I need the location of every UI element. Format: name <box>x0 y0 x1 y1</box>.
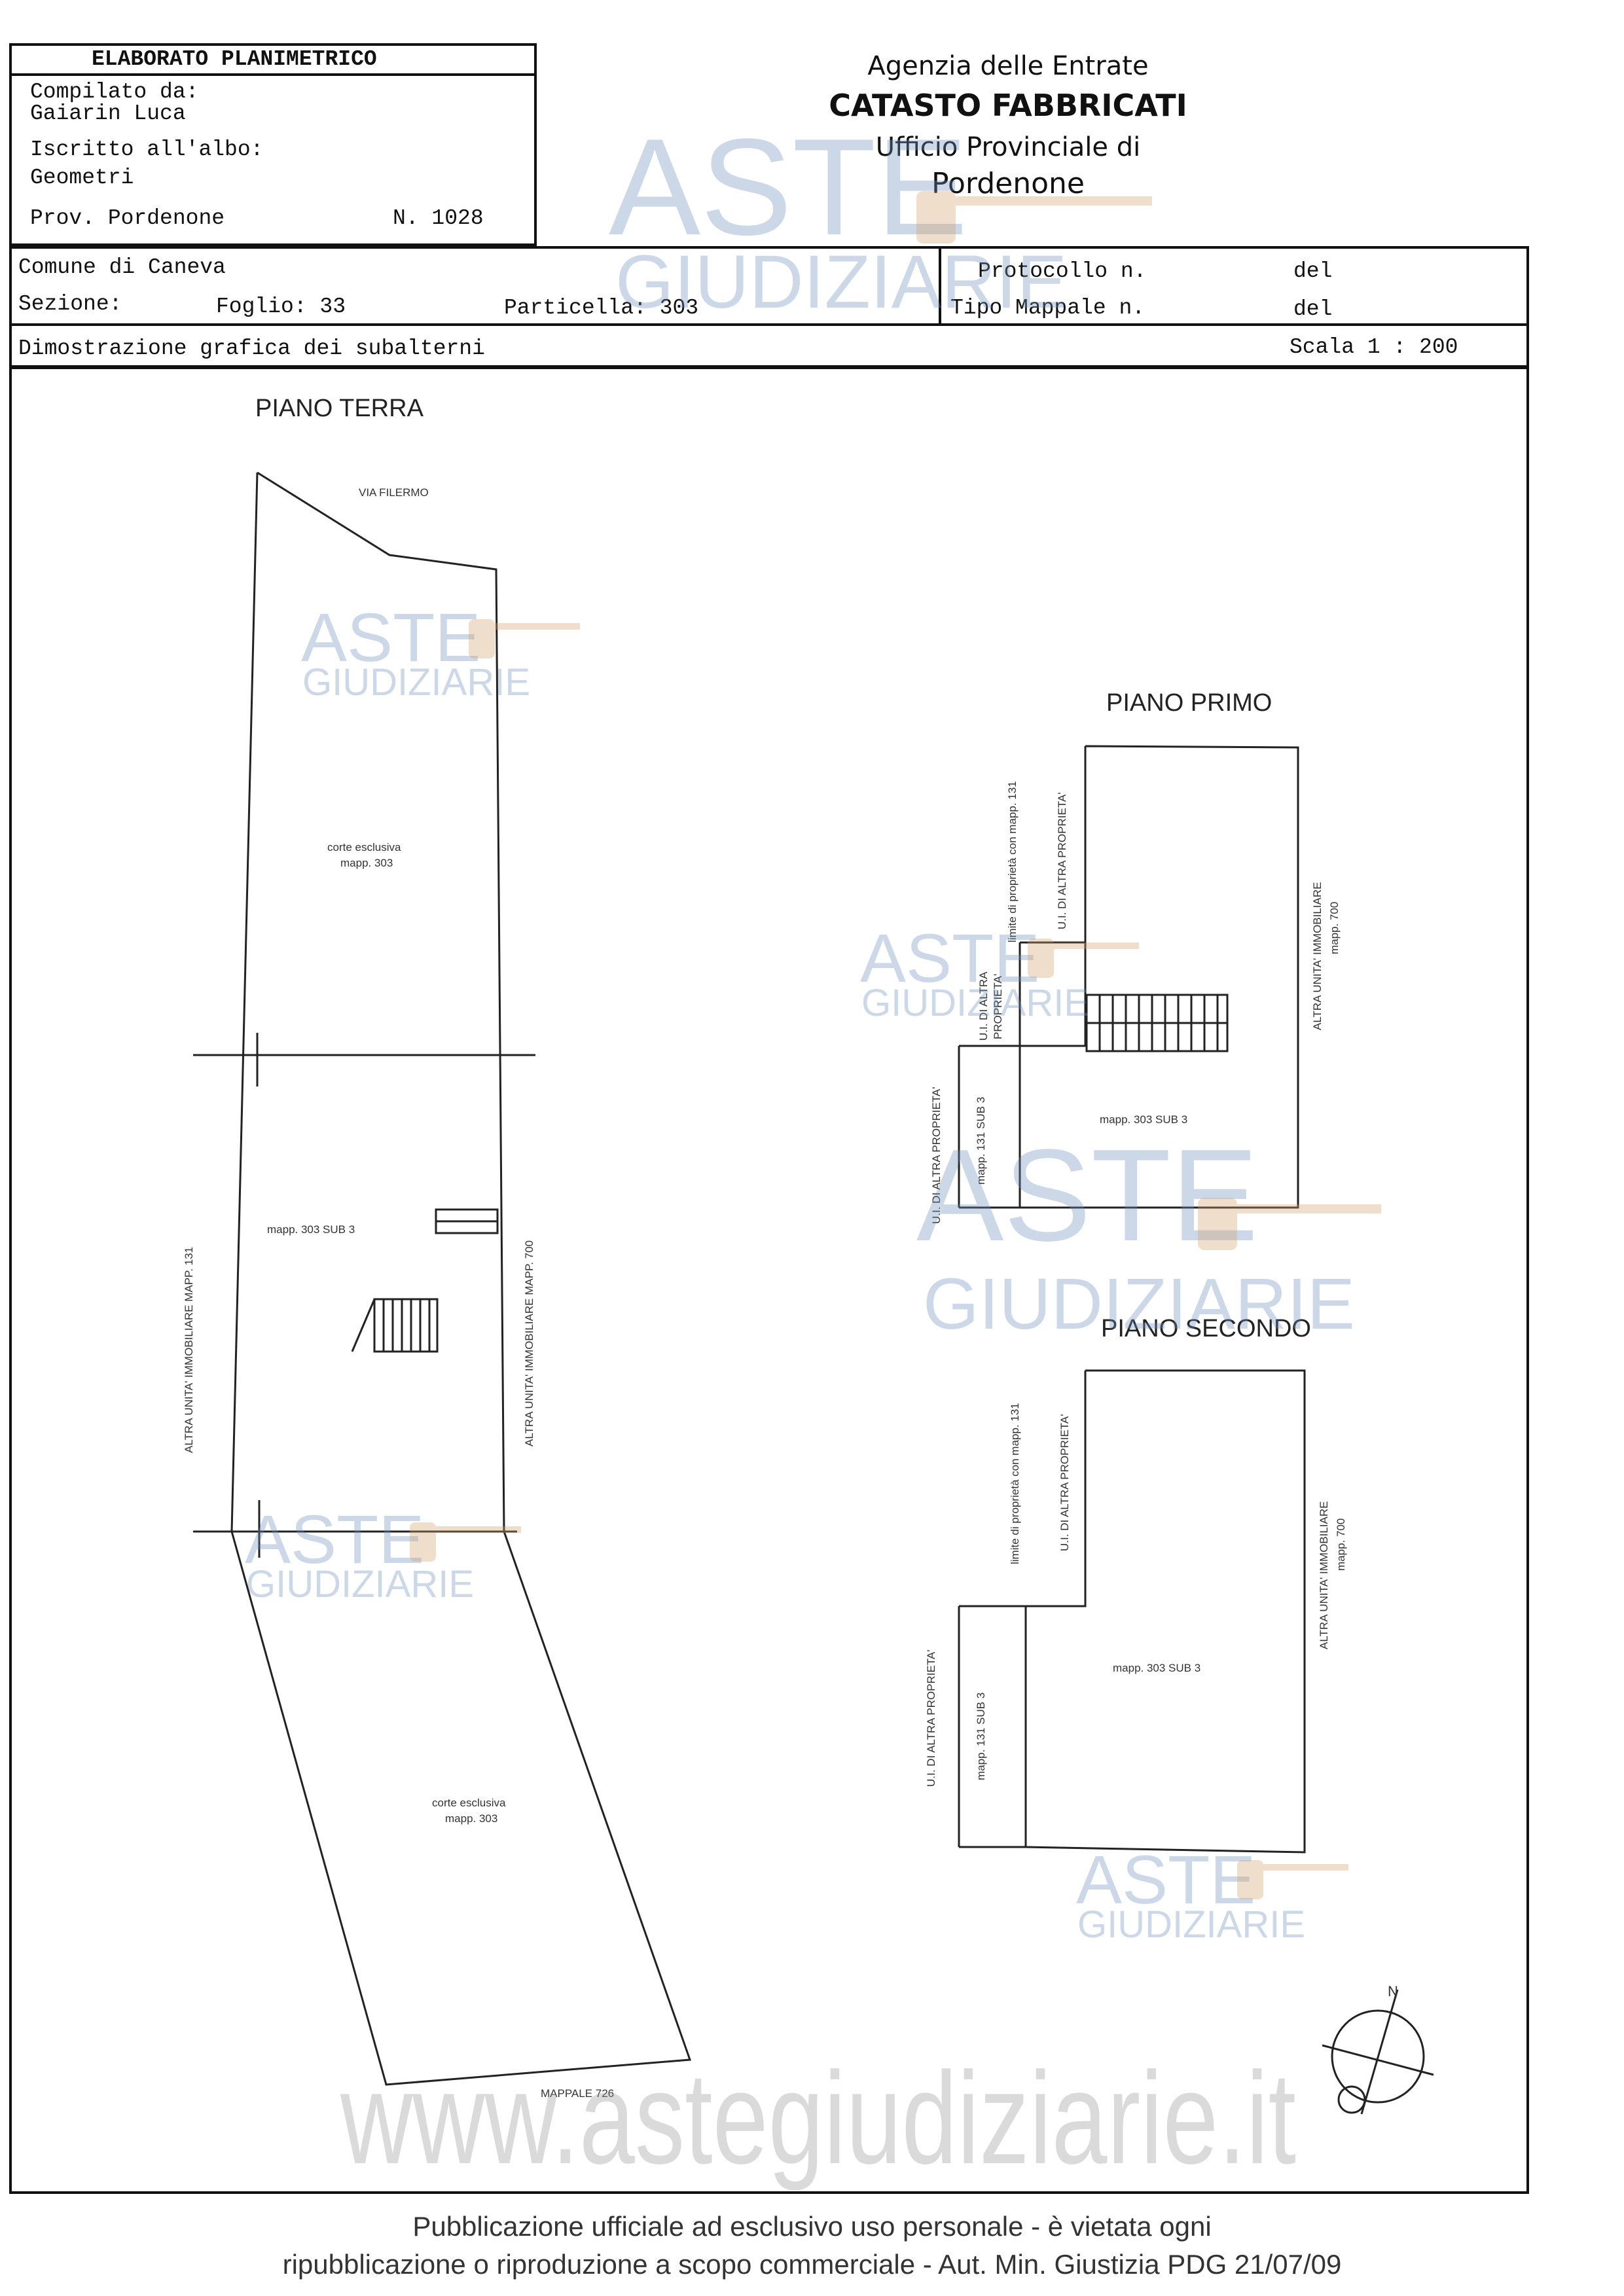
compiled-by-label: Compilato da: <box>30 80 199 104</box>
ground-sub3: mapp. 303 SUB 3 <box>267 1223 355 1236</box>
p1-right-b: mapp. 700 <box>1328 902 1341 954</box>
corte1-line2: mapp. 303 <box>340 857 393 869</box>
dimostrazione-grafica: Dimostrazione grafica dei subalterni <box>18 336 485 361</box>
wm-aste-header: ASTE <box>609 110 967 264</box>
corte1-line1: corte esclusiva <box>327 841 401 853</box>
wm-gavel-icon <box>956 196 1152 206</box>
p1-sub3: mapp. 303 SUB 3 <box>1100 1113 1187 1126</box>
wm-giud-2: GIUDIZIARIE <box>861 982 1089 1024</box>
wm-giud-3: GIUDIZIARIE <box>923 1264 1355 1344</box>
mappale-726: MAPPALE 726 <box>541 2087 614 2100</box>
registration-number: N. 1028 <box>393 206 484 230</box>
compiler-box <box>9 43 537 246</box>
wm-aste-2: ASTE <box>860 920 1039 997</box>
wm-gavel-icon <box>436 1526 521 1533</box>
agency-office: Ufficio Provinciale di <box>875 132 1141 162</box>
lower-corte-outline <box>230 1530 692 2086</box>
info-row-divider <box>9 323 1529 326</box>
wm-gavel-icon <box>410 1522 436 1562</box>
ground-parcel-outline <box>230 471 505 1533</box>
p1-ui-mid-a: U.I. DI ALTRA <box>977 971 990 1041</box>
p2-ui-top: U.I. DI ALTRA PROPRIETA' <box>1058 1414 1071 1552</box>
tipo-mappale: Tipo Mappale n. <box>950 296 1146 320</box>
p1-mapp131: mapp. 131 SUB 3 <box>975 1097 987 1185</box>
p1-ui-mid-b: PROPRIETA' <box>992 974 1004 1039</box>
p1-ui-top: U.I. DI ALTRA PROPRIETA' <box>1056 793 1068 930</box>
north-compass <box>1331 2009 1425 2104</box>
wm-gavel-icon <box>1237 1204 1381 1213</box>
wm-gavel-icon <box>1028 939 1054 978</box>
wm-giud-5: GIUDIZIARIE <box>1077 1903 1305 1946</box>
catasto-title: CATASTO FABBRICATI <box>829 88 1187 123</box>
protocollo: Protocollo n. <box>978 259 1147 283</box>
wm-gavel-icon <box>916 191 956 243</box>
p1-limit: limite di proprietà con mapp. 131 <box>1006 781 1019 942</box>
doc-title: ELABORATO PLANIMETRICO <box>92 47 377 71</box>
ground-stairs <box>373 1298 439 1353</box>
compass-sun <box>1337 2085 1366 2114</box>
comune: Comune di Caneva <box>18 255 226 279</box>
wm-gavel-icon <box>469 619 495 658</box>
piano-terra-label: PIANO TERRA <box>255 395 424 422</box>
registered-label: Iscritto all'albo: <box>30 137 264 162</box>
p1-ui-left: U.I. DI ALTRA PROPRIETA' <box>930 1087 943 1225</box>
piano-secondo-label: PIANO SECONDO <box>1101 1315 1311 1342</box>
sezione: Sezione: <box>18 292 122 316</box>
wm-giud-4: GIUDIZIARIE <box>246 1563 474 1605</box>
title-divider <box>9 73 537 76</box>
wm-gavel-icon <box>1263 1864 1348 1871</box>
scale: Scala 1 : 200 <box>1290 335 1458 359</box>
wm-giud-header: GIUDIZIARIE <box>615 240 1067 324</box>
via-label: VIA FILERMO <box>359 486 429 499</box>
wm-url: www.astegiudiziarie.it <box>340 2045 1296 2191</box>
info-col-divider <box>939 246 941 325</box>
p2-sub3: mapp. 303 SUB 3 <box>1113 1662 1200 1674</box>
wm-gavel-icon <box>1237 1860 1263 1899</box>
province-label: Prov. Pordenone <box>30 206 225 230</box>
wm-aste-1: ASTE <box>301 600 480 676</box>
wm-aste-3: ASTE <box>916 1122 1258 1268</box>
foglio: Foglio: 33 <box>216 295 346 319</box>
wm-aste-4: ASTE <box>245 1501 424 1578</box>
wm-giud-1: GIUDIZIARIE <box>302 661 530 704</box>
footer-line-2: ripubblicazione o riproduzione a scopo c… <box>282 2249 1342 2280</box>
piano-primo-label: PIANO PRIMO <box>1106 689 1272 717</box>
p2-limit: limite di proprietà con mapp. 131 <box>1009 1403 1021 1564</box>
p2-right-b: mapp. 700 <box>1335 1518 1347 1571</box>
agency-city: Pordenone <box>931 167 1085 200</box>
wm-gavel-icon <box>1198 1198 1237 1250</box>
tipo-mappale-del: del <box>1293 297 1333 321</box>
wm-gavel-icon <box>1054 942 1139 949</box>
north-label: N <box>1388 1983 1398 2000</box>
wm-aste-5: ASTE <box>1076 1842 1255 1918</box>
p2-mapp131: mapp. 131 SUB 3 <box>975 1693 987 1780</box>
corte2-line1: corte esclusiva <box>432 1797 506 1809</box>
ground-left-label: ALTRA UNITA' IMMOBILIARE MAPP. 131 <box>183 1247 195 1453</box>
footer-line-1: Pubblicazione ufficiale ad esclusivo uso… <box>412 2211 1212 2242</box>
agency-name: Agenzia delle Entrate <box>867 51 1149 81</box>
registered-value: Geometri <box>30 166 134 190</box>
protocollo-del: del <box>1293 259 1333 283</box>
corte2-line2: mapp. 303 <box>445 1812 497 1825</box>
ground-right-label: ALTRA UNITA' IMMOBILIARE MAPP. 700 <box>523 1240 535 1446</box>
compiled-by-name: Gaiarin Luca <box>30 101 186 126</box>
drawing-frame <box>9 367 1529 2194</box>
particella: Particella: 303 <box>504 296 699 320</box>
p1-right-a: ALTRA UNITA' IMMOBILIARE <box>1311 882 1324 1031</box>
wm-gavel-icon <box>495 623 580 630</box>
p2-ui-left: U.I. DI ALTRA PROPRIETA' <box>925 1650 937 1787</box>
p2-right-a: ALTRA UNITA' IMMOBILIARE <box>1318 1501 1330 1650</box>
